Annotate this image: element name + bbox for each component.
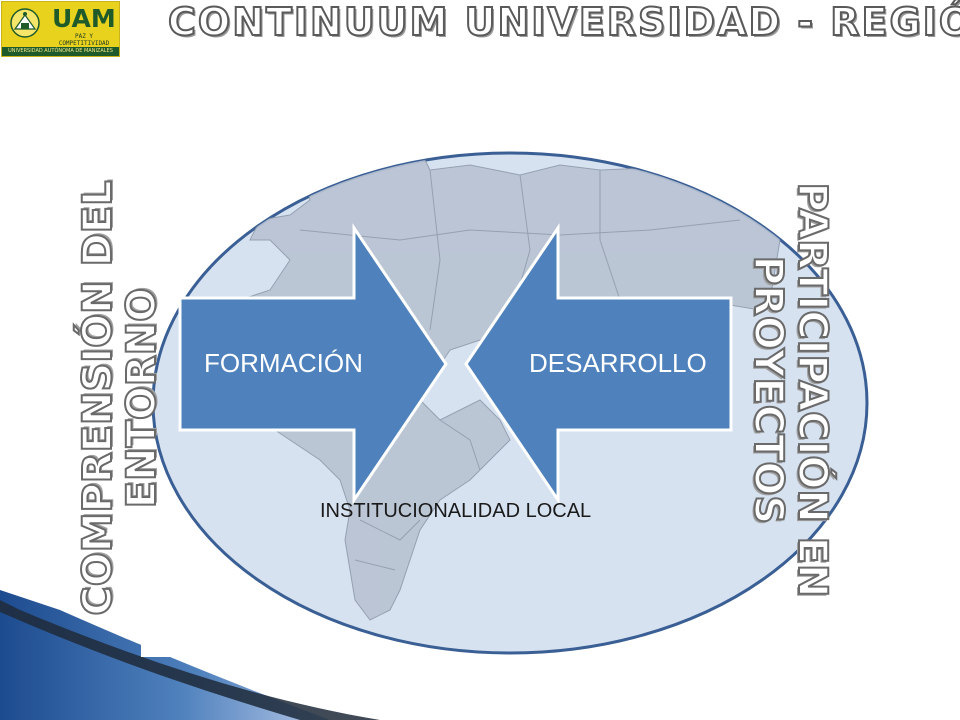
logo-footer: UNIVERSIDAD AUTÓNOMA DE MANIZALES [2, 47, 119, 56]
slide-title: CONTINUUM UNIVERSIDAD - REGIÓN [167, 0, 960, 45]
logo-name: UAM [52, 4, 116, 33]
desarrollo-arrow [464, 223, 733, 505]
logo-tagline-line2: COMPETITIVIDAD [58, 40, 110, 47]
uam-logo: UAM PAZ Y COMPETITIVIDAD UNIVERSIDAD AUT… [1, 1, 120, 57]
logo-tagline-line1: PAZ Y [74, 33, 94, 40]
participacion-proyectos-text: PARTICIPACIÓN EN PROYECTOS [744, 181, 836, 598]
participacion-line1: PARTICIPACIÓN EN [788, 181, 836, 598]
desarrollo-label: DESARROLLO [529, 348, 707, 378]
formacion-label: FORMACIÓN [204, 348, 363, 378]
institucionalidad-label: INSTITUCIONALIDAD LOCAL [320, 500, 592, 522]
logo-tagline: PAZ Y COMPETITIVIDAD [50, 33, 118, 47]
comprension-entorno-text: COMPRENSIÓN DEL ENTORNO [74, 179, 166, 616]
participacion-line2: PROYECTOS [744, 255, 792, 525]
corner-decoration [0, 590, 380, 720]
university-seal-icon [5, 5, 49, 39]
formacion-arrow [178, 223, 448, 505]
comprension-line2: ENTORNO [118, 287, 166, 509]
comprension-line1: COMPRENSIÓN DEL [74, 179, 122, 616]
